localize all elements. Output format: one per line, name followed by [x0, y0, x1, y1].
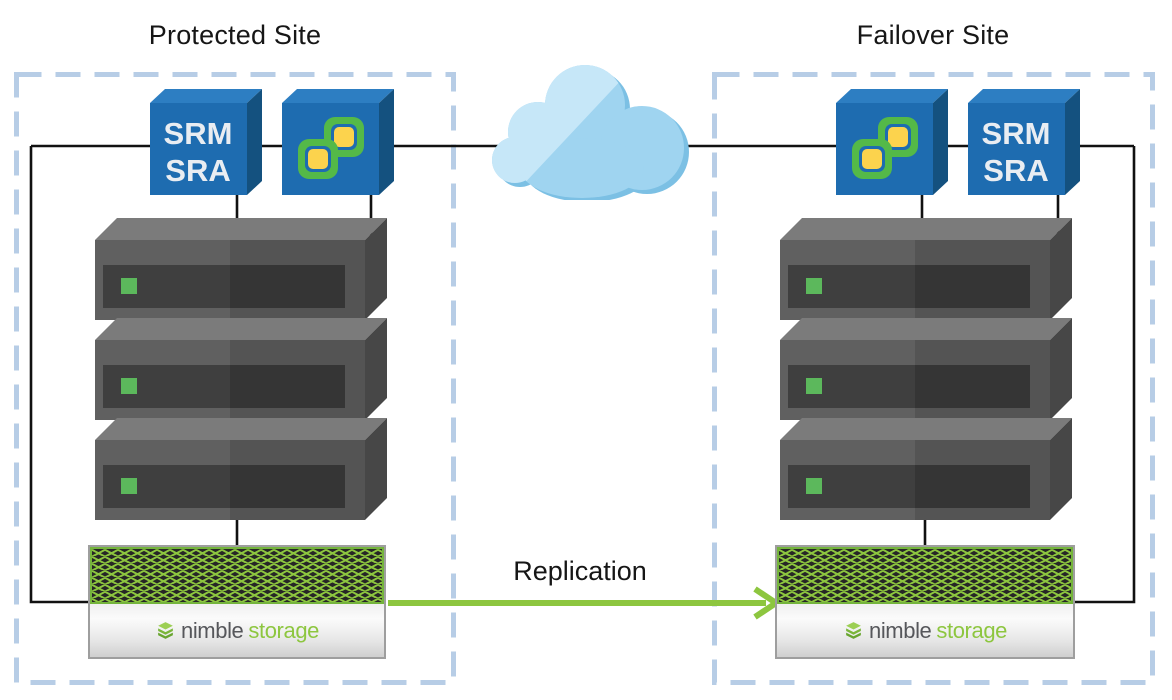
storage-mesh-panel [777, 547, 1073, 604]
nimble-layers-icon [846, 622, 861, 639]
left-storage-wire [29, 146, 90, 604]
vsphere-glyph [852, 117, 918, 179]
srm-sra-box-right: SRM SRA [968, 89, 1080, 195]
server-unit [780, 218, 1072, 320]
sra-label: SRA [165, 153, 230, 188]
sra-label: SRA [983, 153, 1048, 188]
server-unit [95, 218, 387, 320]
vsphere-glyph [298, 117, 364, 179]
srm-label: SRM [982, 116, 1051, 151]
protected-site-boundary [14, 72, 456, 685]
power-led [806, 278, 822, 294]
vsphere-icon-right [836, 89, 948, 195]
srm-label: SRM [164, 116, 233, 151]
brand-name-part1: nimble [868, 617, 932, 643]
brand-name-part1: nimble [180, 617, 244, 643]
srm-sra-box-left: SRM SRA [150, 89, 262, 195]
server-unit [780, 418, 1072, 520]
nimble-layers-icon [158, 622, 173, 639]
power-led [121, 378, 137, 394]
right-storage-wire [1073, 146, 1136, 604]
storage-mesh-panel [90, 547, 384, 604]
server-unit [780, 318, 1072, 420]
power-led [806, 378, 822, 394]
failover-site-title: Failover Site [856, 20, 1010, 50]
protected-site-title: Protected Site [148, 20, 322, 50]
brand-name-part2: storage [936, 617, 1007, 643]
vsphere-icon-left [282, 89, 394, 195]
brand-name-part2: storage [248, 617, 319, 643]
power-led [121, 478, 137, 494]
power-led [121, 278, 137, 294]
cloud-icon [492, 65, 689, 200]
server-unit [95, 318, 387, 420]
power-led [806, 478, 822, 494]
failover-site-boundary [712, 72, 1155, 685]
replication-label: Replication [513, 556, 647, 586]
server-unit [95, 418, 387, 520]
